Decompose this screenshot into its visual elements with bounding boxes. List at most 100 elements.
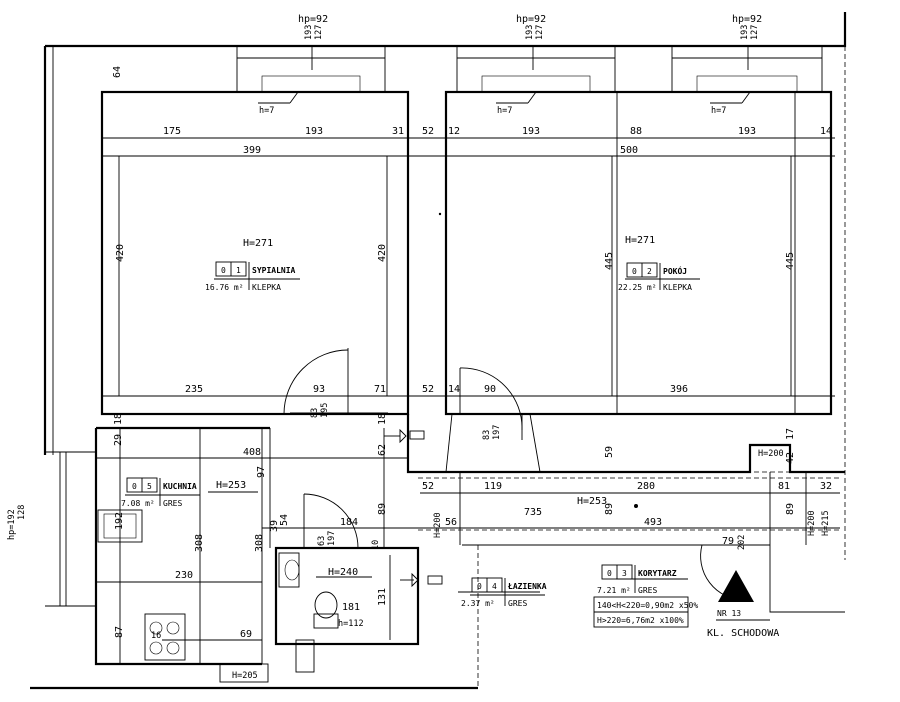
dim-81: 81 — [778, 481, 790, 492]
dim-93: 93 — [313, 384, 325, 395]
window-dim-2a: 193 — [525, 25, 535, 40]
dim-420-a: 420 — [115, 244, 126, 262]
dim-493: 493 — [644, 517, 662, 528]
dim-175: 175 — [163, 126, 181, 137]
window-labels: hp=92 193 127 hp=92 193 127 hp=92 193 12… — [7, 14, 762, 540]
dim-31: 31 — [392, 126, 404, 137]
dim-18-a: 18 — [113, 413, 124, 425]
stair-label: KL. SCHODOWA — [707, 628, 779, 639]
dim-396: 396 — [670, 384, 688, 395]
bathroom-floor: GRES — [508, 599, 527, 608]
dimension-lines — [96, 46, 840, 664]
dim-399: 399 — [243, 145, 261, 156]
corridor-note-1: 140<H<220=0,90m2 x50% — [597, 601, 698, 610]
bedroom-floor: KLEPKA — [252, 283, 281, 292]
bedroom-height: H=271 — [243, 238, 273, 249]
window-dim-1b: 127 — [314, 25, 324, 40]
dim-235: 235 — [185, 384, 203, 395]
corridor-note-2: H>220=6,76m2 x100% — [597, 616, 684, 625]
bathroom-name: ŁAZIENKA — [507, 582, 547, 591]
room-label-bedroom: H=271 0 1 SYPIALNIA 16.76 m² KLEPKA — [205, 238, 300, 292]
sill-height-1: h=7 — [259, 106, 274, 116]
window-hp-3: hp=92 — [732, 14, 762, 25]
kitchen-floor: GRES — [163, 499, 182, 508]
height-200-b: H=200 — [758, 449, 784, 459]
corridor-height: H=253 — [577, 496, 607, 507]
living-id: 2 — [647, 267, 652, 276]
kitchen-area: 7.08 m² — [121, 499, 155, 508]
bathroom-id: 4 — [492, 582, 497, 591]
dim-83-a: 83 — [310, 408, 320, 418]
corridor-no: 0 — [607, 569, 612, 578]
dim-63: 63 — [317, 536, 327, 546]
corridor-id: 3 — [622, 569, 627, 578]
bathroom-no: 0 — [477, 582, 482, 591]
window-dim-left: 128 — [17, 505, 27, 520]
dim-71: 71 — [374, 384, 386, 395]
dim-181: 181 — [342, 602, 360, 613]
kitchen-height: H=253 — [216, 480, 246, 491]
dim-32: 32 — [820, 481, 832, 492]
dim-16: 16 — [151, 631, 161, 641]
dim-197-a: 197 — [492, 425, 502, 440]
stair-marker: NR 13 KL. SCHODOWA — [707, 570, 779, 639]
dim-39: 39 — [269, 520, 280, 532]
dim-52-c: 52 — [422, 481, 434, 492]
height-200-a: H=200 — [433, 512, 443, 538]
dim-195: 195 — [320, 403, 330, 418]
dim-97: 97 — [256, 466, 267, 478]
dim-131: 131 — [377, 588, 388, 606]
dim-69: 69 — [240, 629, 252, 640]
living-no: 0 — [632, 267, 637, 276]
dim-197-b: 197 — [327, 531, 337, 546]
dim-119: 119 — [484, 481, 502, 492]
dim-64: 64 — [112, 66, 123, 78]
height-215: H=215 — [821, 510, 831, 536]
dim-193-a: 193 — [305, 126, 323, 137]
room-label-living: H=271 0 2 POKÓJ 22.25 m² KLEPKA — [618, 235, 700, 292]
dim-17: 17 — [785, 428, 796, 440]
window-hp-1: hp=92 — [298, 14, 328, 25]
room-kitchen — [45, 426, 270, 683]
bedroom-id: 1 — [236, 266, 241, 275]
dim-89-c: 89 — [785, 503, 796, 515]
dim-193-c: 193 — [738, 126, 756, 137]
dim-280: 280 — [637, 481, 655, 492]
room-corridor — [262, 414, 845, 548]
dim-202: 202 — [737, 535, 747, 550]
corridor-floor: GRES — [638, 586, 657, 595]
dimension-numbers: 64 175 193 31 52 12 193 88 193 14 399 50… — [112, 66, 832, 641]
room-living — [444, 45, 833, 416]
window-dim-1a: 193 — [304, 25, 314, 40]
window-dim-2b: 127 — [535, 25, 545, 40]
dim-88: 88 — [630, 126, 642, 137]
living-name: POKÓJ — [663, 265, 687, 276]
height-112: h=112 — [338, 619, 364, 629]
dim-420-b: 420 — [377, 244, 388, 262]
height-205: H=205 — [232, 671, 258, 681]
stair-arrow-icon — [718, 570, 754, 602]
corridor-name: KORYTARZ — [638, 569, 677, 578]
dim-89-b: 89 — [604, 503, 615, 515]
dim-500: 500 — [620, 145, 638, 156]
dim-445-b: 445 — [785, 252, 796, 270]
room-label-kitchen: H=253 0 5 KUCHNIA 7.08 m² GRES — [121, 477, 246, 508]
dim-193-b: 193 — [522, 126, 540, 137]
dim-735: 735 — [524, 507, 542, 518]
dim-90: 90 — [484, 384, 496, 395]
dim-56: 56 — [445, 517, 457, 528]
dim-12: 12 — [448, 126, 460, 137]
room-label-corridor: H=253 0 3 KORYTARZ 7.21 m² GRES 140<H<22… — [577, 496, 698, 628]
bathroom-area: 2.37 m² — [461, 599, 495, 608]
dim-408: 408 — [243, 447, 261, 458]
height-markers: H=200 H=200 H=200 H=215 H=205 h=112 — [232, 449, 831, 681]
dim-59: 59 — [604, 446, 615, 458]
dim-308-b: 308 — [254, 534, 265, 552]
kitchen-id: 5 — [147, 482, 152, 491]
dim-87: 87 — [114, 626, 125, 638]
bedroom-area: 16.76 m² — [205, 283, 244, 292]
dim-52-a: 52 — [422, 126, 434, 137]
dim-62: 62 — [377, 444, 388, 456]
height-200-c: H=200 — [807, 510, 817, 536]
